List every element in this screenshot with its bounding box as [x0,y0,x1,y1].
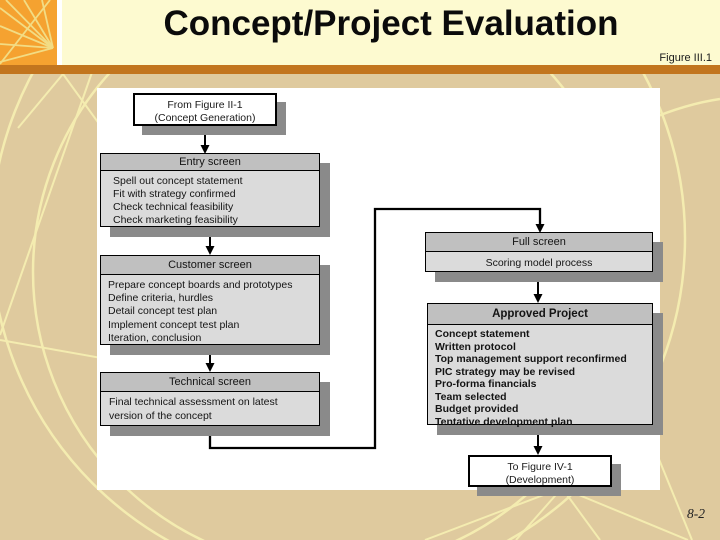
technical-screen-node: Technical screen Final technical assessm… [100,372,320,426]
arrowhead-icon [205,246,215,255]
decor-ray [424,487,563,540]
list-item: Tentative development plan [435,415,573,428]
list-item: Prepare concept boards and prototypes [108,279,293,291]
list-item: Check marketing feasibility [113,214,238,226]
customer-screen-header: Customer screen [101,256,319,275]
customer-screen-node: Customer screen Prepare concept boards a… [100,255,320,345]
decor-circle [0,0,687,540]
technical-screen-header: Technical screen [101,373,319,392]
list-item: PIC strategy may be revised [435,365,576,378]
arrowhead-icon [205,363,215,372]
full-screen-node: Full screen Scoring model process [425,232,653,272]
list-item: Pro-forma financials [435,378,537,390]
list-item: Written protocol [435,340,516,353]
decor-ray [515,487,563,540]
arrowhead-icon [200,145,210,154]
list-item: Team selected [435,390,507,403]
decor-ray [561,487,689,540]
customer-screen-body: Prepare concept boards and prototypes De… [101,275,319,345]
from-node-line2: (Concept Generation) [154,112,256,124]
decor-line [17,73,64,129]
arrowhead-icon [533,446,543,455]
approved-project-node: Approved Project Concept statement Writt… [427,303,653,428]
diagram-panel: From Figure II-1 (Concept Generation) En… [97,88,660,490]
decor-line [0,57,98,336]
list-item: Detail concept test plan [108,305,218,318]
decor-ray [561,487,601,540]
divider-bar [0,65,720,74]
title-banner: Concept/Project Evaluation Figure III.1 [62,0,720,65]
to-node-line2: (Development) [505,474,575,486]
list-item: Spell out concept statement [113,175,243,187]
connector-technical-to-full [208,207,542,450]
list-item: Fit with strategy confirmed [113,188,236,200]
approved-project-header: Approved Project [428,304,652,325]
list-item: Iteration, conclusion [108,331,202,344]
approved-project-body: Concept statement Written protocol Top m… [428,325,652,428]
arrowhead-icon [535,224,545,233]
list-item: Concept statement [435,328,530,340]
entry-screen-node: Entry screen Spell out concept statement… [100,153,320,227]
list-item: Budget provided [435,403,519,415]
corner-fan-lines [0,0,54,65]
slide-title: Concept/Project Evaluation [163,4,619,43]
to-node-line1: To Figure IV-1 [507,461,573,473]
flow-connectors [200,126,545,455]
list-item: Implement concept test plan [108,318,240,331]
technical-screen-body: Final technical assessment on latest ver… [109,396,278,422]
to-node: To Figure IV-1 (Development) [468,455,612,487]
full-screen-header: Full screen [426,233,652,252]
list-item: Check technical feasibility [113,201,234,213]
from-node-line1: From Figure II-1 [167,99,243,111]
list-item: Top management support reconfirmed [435,353,627,365]
figure-label: Figure III.1 [659,52,712,64]
page-number: 8-2 [687,506,705,521]
arrowhead-icon [533,294,543,303]
entry-screen-header: Entry screen [101,154,319,171]
corner-ornament [0,0,57,65]
corner-gap [57,0,62,65]
full-screen-body: Scoring model process [485,257,593,269]
entry-screen-body: Spell out concept statement Fit with str… [101,171,319,227]
list-item: Define criteria, hurdles [108,292,214,305]
from-node: From Figure II-1 (Concept Generation) [133,93,277,126]
